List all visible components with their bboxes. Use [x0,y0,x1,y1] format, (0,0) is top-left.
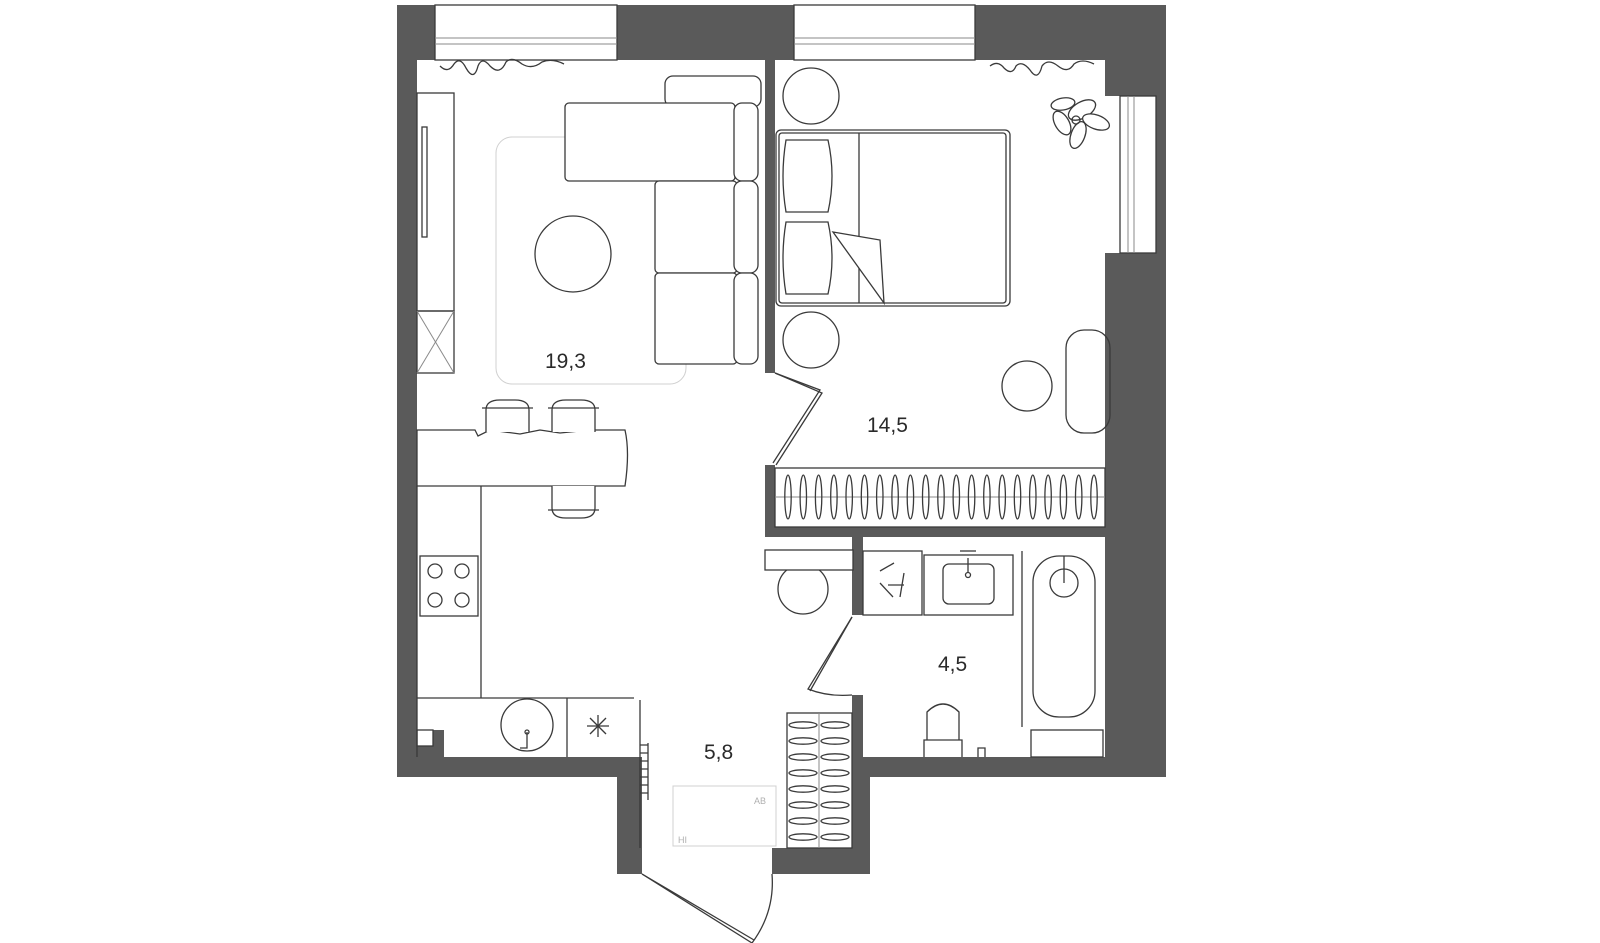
hanger-mark [788,801,818,809]
bathroom-door [807,616,853,697]
hanger-mark [820,785,850,793]
bathroom-area-label: 4,5 [938,653,967,676]
hanger-mark [788,833,818,841]
windows [434,4,1157,254]
hanger-mark [820,721,850,729]
hanger-mark [845,474,854,520]
meter-label-top: AB [754,796,766,806]
sofa [564,75,762,365]
hallway-area-label: 5,8 [704,741,733,764]
hanger-mark [937,474,945,520]
hanger-mark [788,737,818,745]
appliance-mark [587,715,609,737]
hanger-mark [875,474,884,520]
meter-label-bottom: HI [678,835,687,845]
living-kitchen-room [416,75,762,757]
hanger-mark [788,785,818,793]
hanger-mark [1028,474,1037,520]
hanger-mark [799,474,808,520]
bedroom-area-label: 14,5 [867,414,908,437]
hanger-mark [788,721,818,729]
coffee-table [534,215,612,293]
entrance-door [641,873,773,943]
hanger-mark [891,474,899,520]
hanger-mark [820,833,850,841]
hanger-mark [1013,474,1022,520]
hanger-mark [788,769,818,777]
hanger-mark [830,474,838,520]
curtains [439,58,1095,76]
bedroom-wardrobe [774,467,1106,528]
hanger-mark [921,474,930,520]
bed [775,129,1011,307]
bedroom-door [772,372,823,466]
hanger-mark [906,474,915,520]
walls [397,5,1166,874]
bathroom-room [807,550,1104,758]
hanger-mark [788,817,818,825]
hanger-mark [784,474,792,520]
bar-counter [416,429,629,487]
hanger-mark [1044,474,1052,520]
kitchen-counter [416,486,634,757]
hanger-mark [983,474,991,520]
kitchen-sink [500,698,568,757]
bathtub [1021,551,1104,758]
hanger-mark [1074,474,1083,520]
entry-wardrobe [786,712,853,849]
radiator [639,700,649,848]
hanger-mark [788,753,818,761]
hanger-mark [820,737,850,745]
hanger-mark [814,474,823,520]
toilet [923,703,986,757]
bedroom-room [774,67,1111,528]
hanger-mark [820,801,850,809]
hanger-mark [820,769,850,777]
hanger-mark [952,474,961,520]
plant-icon [1050,97,1111,150]
hallway-room [639,549,854,943]
hanger-mark [998,474,1007,520]
hanger-mark [967,474,976,520]
hanger-mark [820,753,850,761]
bathroom-sink [923,550,1014,616]
bar-stools [482,399,599,519]
cooktop [419,555,479,617]
washing-machine [862,550,923,616]
hanger-mark [860,474,869,520]
hanger-mark [1059,474,1068,520]
hanger-mark [1090,474,1098,520]
living-kitchen-area-label: 19,3 [545,350,586,373]
hanger-mark [820,817,850,825]
